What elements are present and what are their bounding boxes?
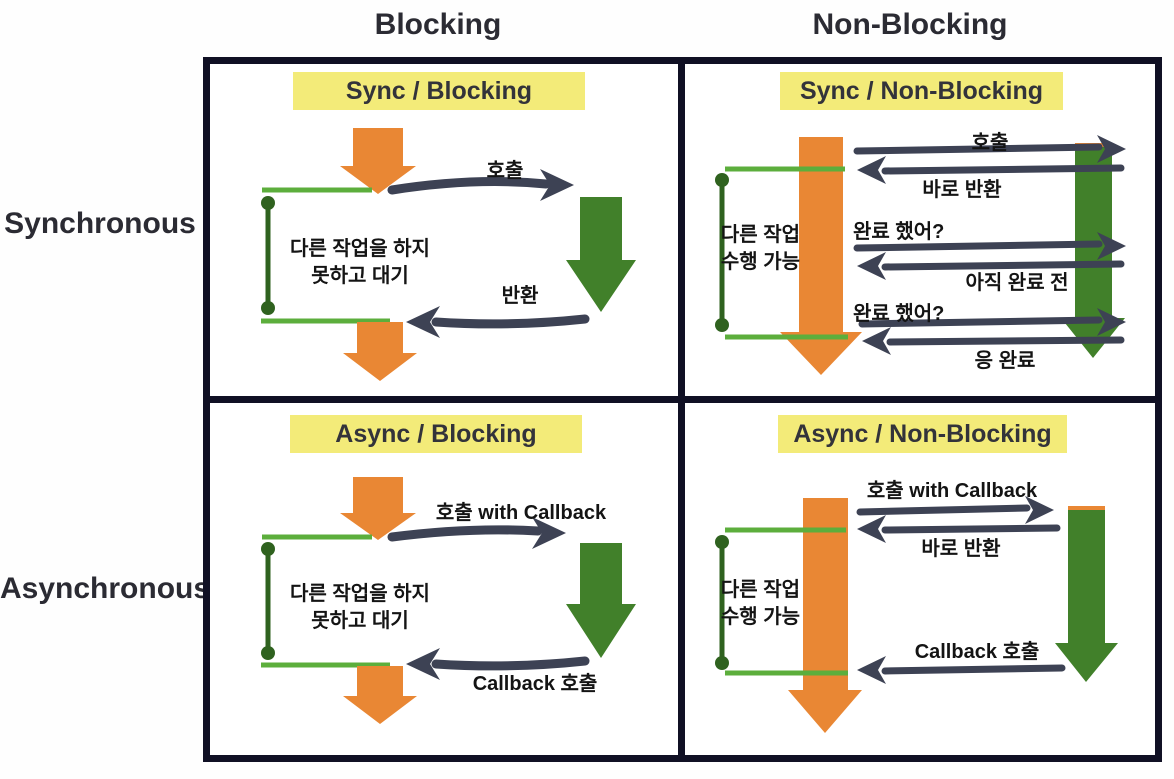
wait-label-line2: 못하고 대기 [311,610,409,632]
immediate-return-arrow-line [881,524,1061,534]
column-header-non-blocking: Non-Blocking [812,8,1008,41]
yes-done-arrow-line [886,336,1125,346]
call-arrow-line [387,525,543,542]
immediate-return-label: 바로 반환 [922,179,1002,201]
call-with-callback-label: 호출 with Callback [866,480,1038,502]
other-work-label-line2: 수행 가능 [720,606,801,628]
row-header-synchronous: Synchronous [4,207,196,240]
return-arrow-head-icon [406,306,440,338]
call-arrow-head-icon [540,169,574,201]
done-question2-arrow-line [858,316,1103,328]
quadrant-sync-non-blocking: Sync / Non-Blocking 호출 바로 반환 완료 했어? 아직 완… [685,64,1155,396]
immediate-return-arrow-line [881,164,1125,175]
call-arrow-line [853,143,1103,155]
caller-arrow-bottom-icon [343,666,417,724]
wait-bracket-bottom-dot [261,646,275,660]
other-work-label-line1: 다른 작업 [720,579,801,601]
call-arrow-line [387,177,551,195]
not-done-arrow-line [881,260,1125,271]
row-header-asynchronous: Asynchronous [0,572,211,605]
sync-blocking-drawing [261,128,636,381]
done-question1-arrow-head-icon [1097,232,1126,260]
done-question1-label: 완료 했어? [853,221,945,243]
other-work-bracket-bottom-dot [715,318,729,332]
wait-label-line1: 다른 작업을 하지 [290,583,430,605]
caller-arrow-top-icon [340,128,416,194]
immediate-return-arrow-head-icon [857,515,886,543]
callee-arrow-cap [1068,506,1105,512]
quadrant-title-sync-non-blocking: Sync / Non-Blocking [780,72,1063,110]
other-work-bracket-bottom-dot [715,656,729,670]
caller-long-arrow-icon [780,137,862,375]
call-with-callback-arrow-head-icon [1025,496,1054,524]
call-arrow-head-icon [532,517,566,549]
wait-label: 다른 작업을 하지 못하고 대기 [235,236,485,290]
async-blocking-drawing [261,477,636,724]
quadrant-async-blocking: Async / Blocking 호출 with Callback Callba… [210,403,678,755]
wait-bracket-top-dot [261,196,275,210]
async-non-blocking-drawing [715,496,1118,733]
immediate-return-arrow-head-icon [857,156,886,184]
not-done-yet-label: 아직 완료 전 [965,272,1069,294]
sync-non-blocking-drawing [715,135,1126,375]
call-label: 호출 [971,132,1009,154]
callee-arrow-icon [566,197,636,312]
quadrant-title-sync-blocking: Sync / Blocking [293,72,585,110]
wait-label: 다른 작업을 하지 못하고 대기 [235,581,485,635]
wait-label-line1: 다른 작업을 하지 [290,238,430,260]
done-question2-label: 완료 했어? [853,303,945,325]
wait-label-line2: 못하고 대기 [311,265,409,287]
other-work-bracket-top-dot [715,173,729,187]
column-header-blocking: Blocking [374,8,502,41]
callback-call-label: Callback 호출 [914,641,1040,663]
vertical-divider [678,64,685,755]
call-with-callback-label: 호출 with Callback [435,502,607,524]
call-arrow-head-icon [1097,135,1126,163]
matrix-grid: Sync / Blocking 호출 반환 다른 작업을 하지 못하고 대기 [203,57,1162,762]
call-with-callback-arrow-line [856,504,1031,516]
quadrant-title-async-blocking: Async / Blocking [290,415,582,453]
return-label: 반환 [501,285,539,307]
quadrant-title-async-non-blocking: Async / Non-Blocking [778,415,1067,453]
callback-arrow-line [431,656,590,671]
other-work-label-line1: 다른 작업 [720,224,801,246]
callback-call-label: Callback 호출 [472,673,598,695]
callee-arrow-icon [566,543,636,658]
other-work-label: 다른 작업 수행 가능 [693,222,828,276]
callback-arrow-head-icon [406,648,440,680]
yes-done-label: 응 완료 [974,350,1036,372]
done-question1-arrow-line [853,240,1103,252]
done-question2-arrow-head-icon [1097,308,1126,336]
other-work-label-line2: 수행 가능 [720,251,801,273]
return-arrow-line [431,314,590,329]
immediate-return-label: 바로 반환 [921,538,1001,560]
other-work-bracket-top-dot [715,535,729,549]
caller-arrow-top-icon [340,477,416,540]
not-done-arrow-head-icon [857,252,886,280]
callee-long-arrow-icon [1061,147,1125,358]
callee-long-arrow-icon [1055,510,1118,682]
caller-arrow-bottom-icon [343,322,417,381]
horizontal-divider [210,396,1155,403]
wait-bracket-top-dot [261,542,275,556]
quadrant-async-non-blocking: Async / Non-Blocking 호출 with Callback 바로… [685,403,1155,755]
callback-call-arrow-line [881,664,1066,675]
quadrant-sync-blocking: Sync / Blocking 호출 반환 다른 작업을 하지 못하고 대기 [210,64,678,396]
yes-done-arrow-head-icon [862,327,891,355]
other-work-label: 다른 작업 수행 가능 [693,577,828,631]
call-label: 호출 [486,160,524,182]
callback-call-arrow-head-icon [857,656,886,684]
wait-bracket-bottom-dot [261,301,275,315]
